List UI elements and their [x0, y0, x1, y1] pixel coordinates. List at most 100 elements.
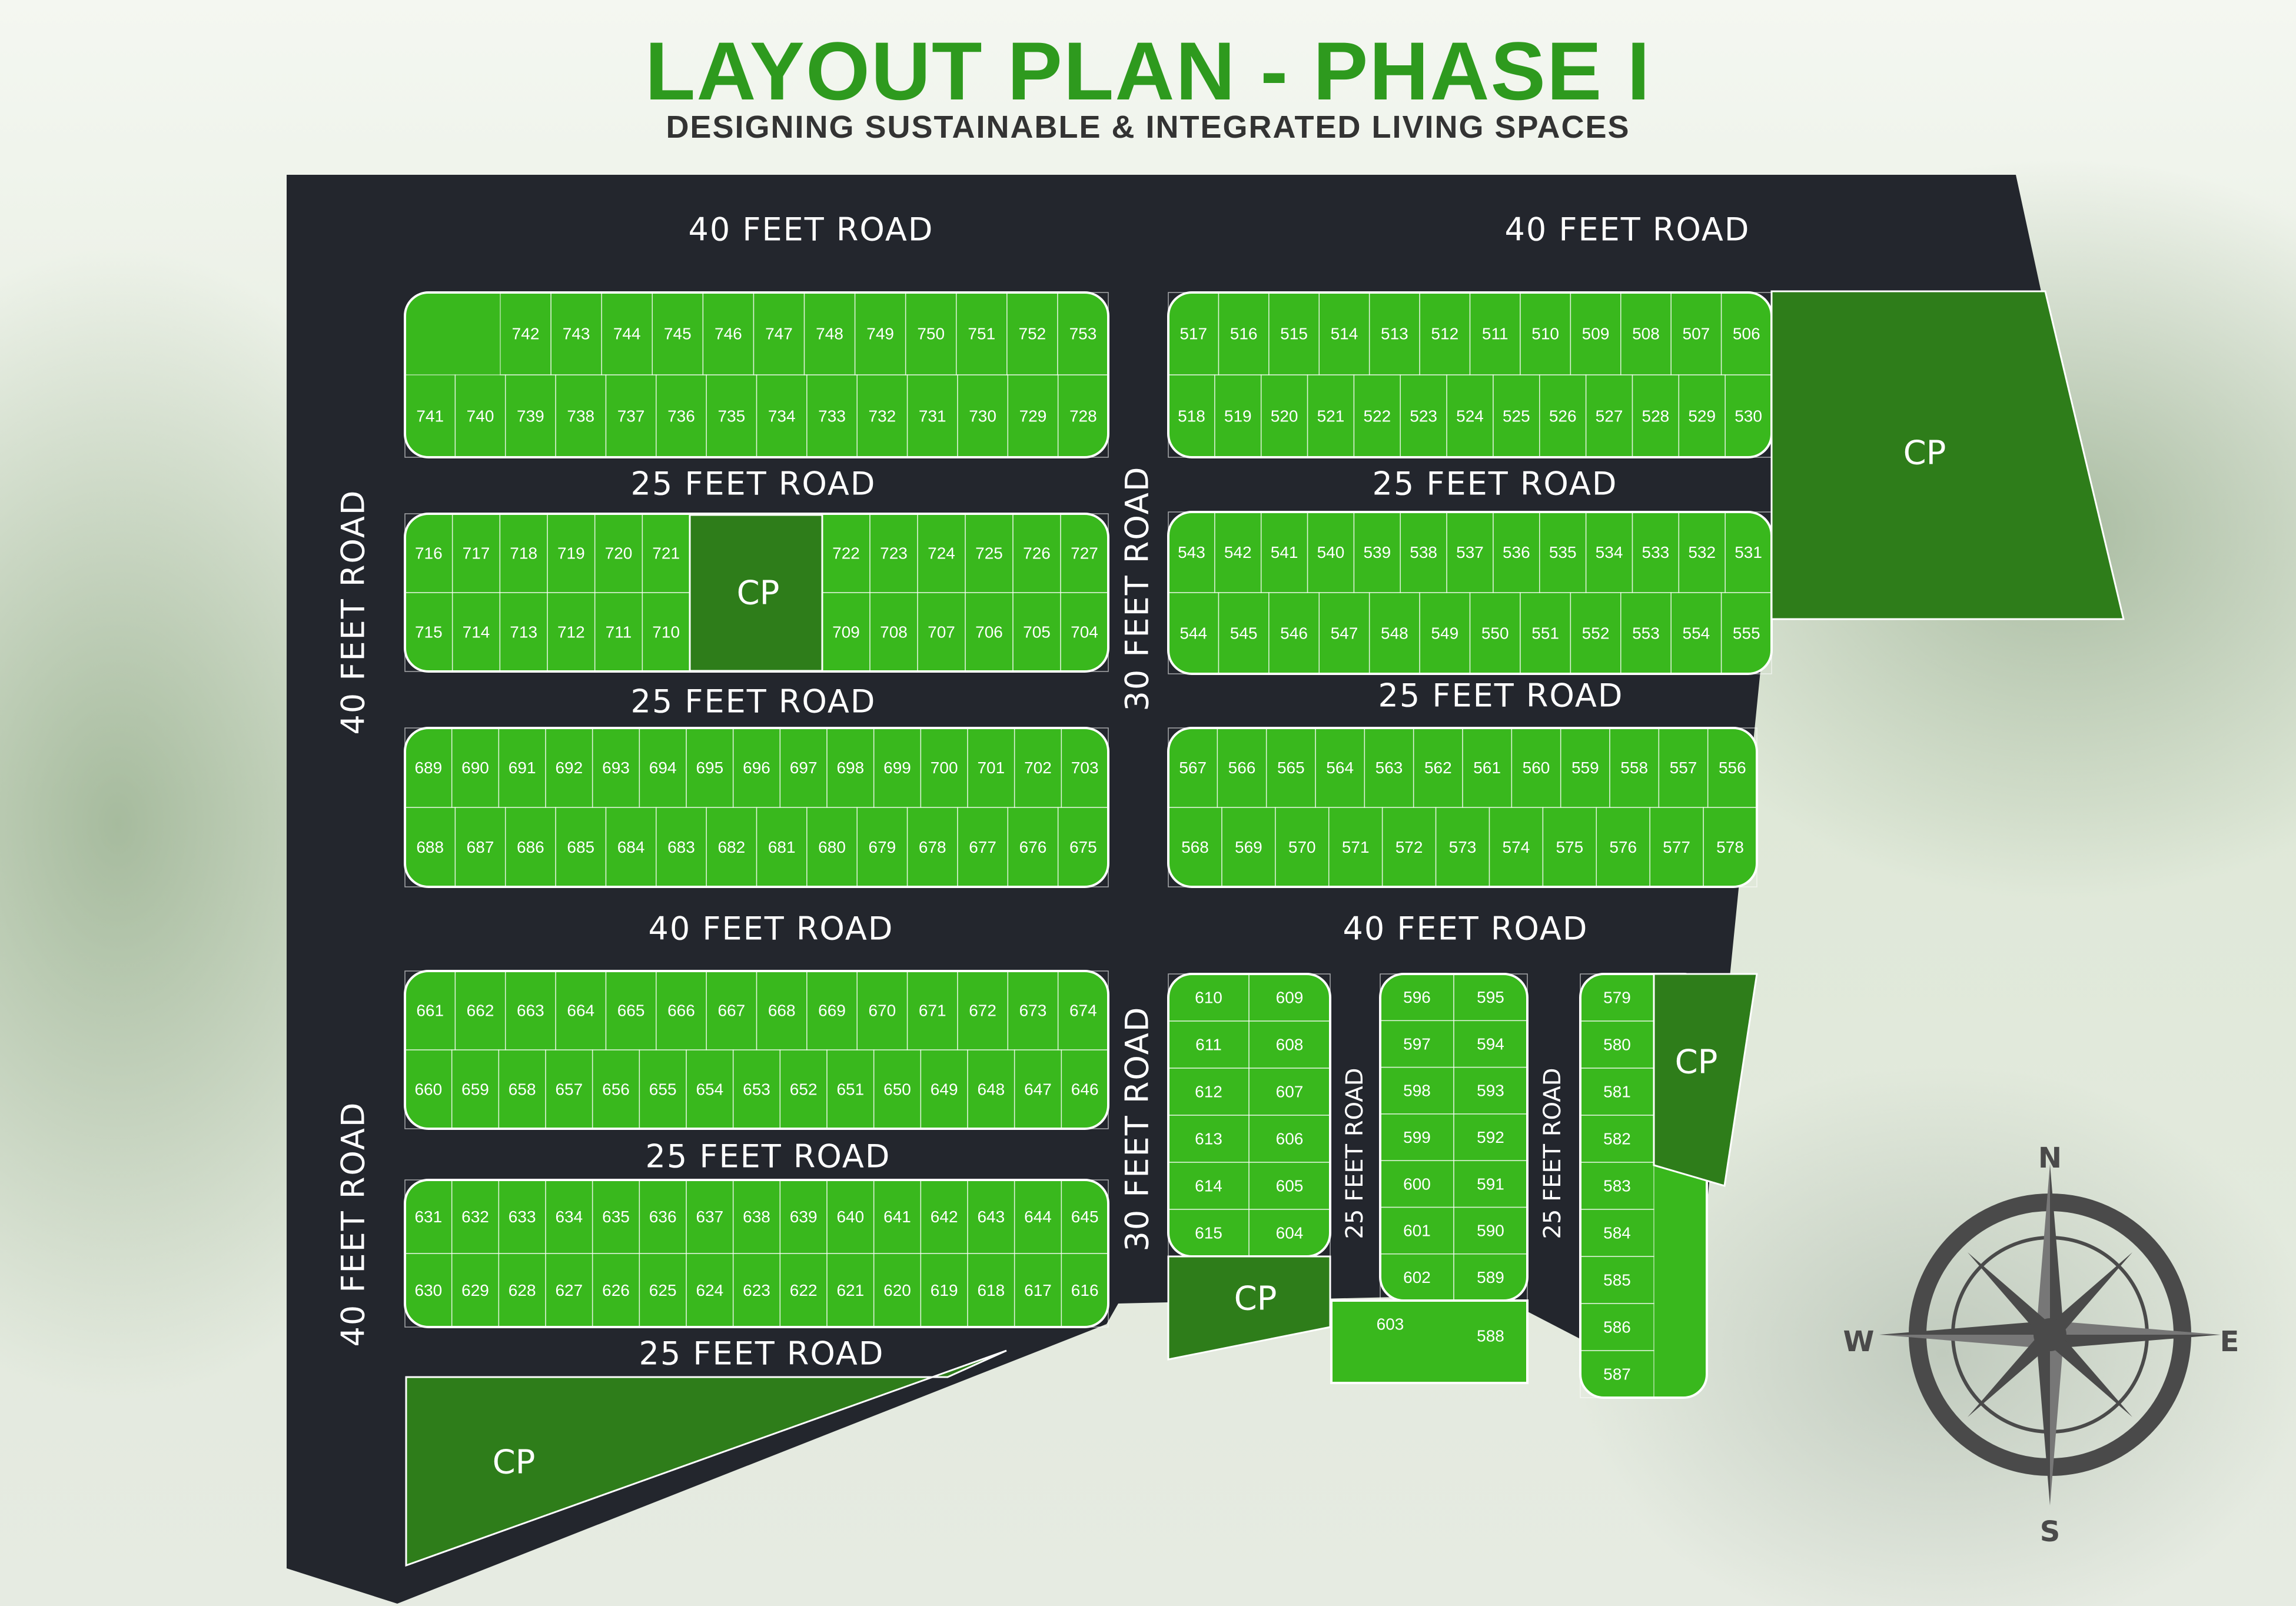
plot-number: 740: [467, 407, 494, 425]
road-label-top-left: 40 FEET ROAD: [689, 211, 934, 248]
plot-number: 571: [1342, 838, 1370, 856]
plot-number: 666: [667, 1002, 695, 1020]
plot-number: 555: [1733, 624, 1760, 643]
compass-n: N: [2038, 1142, 2062, 1175]
plot-number: 660: [414, 1080, 442, 1099]
plot-number: 600: [1403, 1175, 1431, 1193]
plot-number: 523: [1410, 407, 1437, 425]
road-label-25-b: 25 FEET ROAD: [1373, 465, 1618, 503]
plot-number: 594: [1477, 1035, 1504, 1053]
road-label-25-e: 25 FEET ROAD: [646, 1138, 891, 1175]
cp-label-mid-left: CP: [737, 574, 780, 613]
plot-cell[interactable]: [1580, 1350, 1654, 1398]
plot-number: 648: [977, 1080, 1005, 1099]
plot-number: 578: [1716, 838, 1744, 856]
plot-cell[interactable]: [1057, 374, 1109, 458]
plot-number: 607: [1276, 1083, 1304, 1101]
plot-number: 539: [1363, 543, 1391, 561]
cp-area-mid-left: [689, 514, 823, 672]
plot-number: 691: [509, 759, 536, 777]
plot-block: [1330, 1299, 1529, 1384]
plot-number: 667: [717, 1002, 745, 1020]
plot-number: 605: [1276, 1177, 1304, 1195]
plot-number: 508: [1632, 325, 1660, 343]
plot-number: 566: [1228, 759, 1256, 777]
plot-number: 741: [416, 407, 444, 425]
cp-area-top-right: [1770, 290, 2125, 620]
plot-number: 583: [1603, 1177, 1631, 1195]
plot-number: 722: [832, 544, 860, 563]
plot-number: 663: [517, 1002, 544, 1020]
plot-number: 692: [555, 759, 583, 777]
plot-number: 592: [1477, 1128, 1504, 1146]
plot-number: 574: [1503, 838, 1530, 856]
plot-number: 529: [1688, 407, 1716, 425]
cp-label-bottom-left: CP: [493, 1444, 536, 1482]
plot-number: 543: [1178, 543, 1205, 561]
plot-number: 547: [1331, 624, 1358, 643]
plot-number: 541: [1271, 543, 1298, 561]
plot-cell[interactable]: [1703, 807, 1757, 887]
plot-number: 729: [1019, 407, 1047, 425]
plot-number: 546: [1280, 624, 1308, 643]
plot-number: 553: [1632, 624, 1660, 643]
cp-label-bottom-mid: CP: [1234, 1280, 1277, 1318]
plot-number: 560: [1523, 759, 1550, 777]
plot-number: 679: [869, 838, 896, 856]
plot-number: 651: [836, 1080, 864, 1099]
plot-number: 551: [1531, 624, 1559, 643]
plot-number: 696: [743, 759, 770, 777]
road-label-left-lower: 40 FEET ROAD: [335, 1102, 372, 1347]
compass-w: W: [1843, 1325, 1875, 1358]
plot-number: 684: [617, 838, 645, 856]
plot-number: 524: [1456, 407, 1484, 425]
plot-number: 575: [1556, 838, 1583, 856]
plot-number: 688: [416, 838, 444, 856]
plot-cell[interactable]: [1060, 592, 1109, 672]
plot-number: 558: [1620, 759, 1648, 777]
plot-number: 690: [461, 759, 489, 777]
plot-number: 530: [1735, 407, 1762, 425]
plot-cell[interactable]: [1061, 1253, 1109, 1328]
plot-cell[interactable]: [1720, 592, 1772, 674]
plot-number: 577: [1663, 838, 1690, 856]
plot-number: 634: [555, 1208, 583, 1226]
road-label-25-v1: 25 FEET ROAD: [1341, 1068, 1368, 1239]
plot-number: 585: [1603, 1271, 1631, 1289]
cp-label-top-right: CP: [1903, 434, 1946, 473]
plot-number: 687: [467, 838, 494, 856]
plot-number: 664: [567, 1002, 594, 1020]
plot-number: 548: [1381, 624, 1408, 643]
plot-number: 631: [414, 1208, 442, 1226]
plot-number: 535: [1549, 543, 1577, 561]
plot-number: 673: [1019, 1002, 1047, 1020]
plot-number: 627: [555, 1281, 583, 1299]
plot-number: 694: [649, 759, 677, 777]
plot-cell[interactable]: [1061, 1049, 1109, 1129]
plot-number: 736: [667, 407, 695, 425]
plot-number: 573: [1449, 838, 1477, 856]
plot-number: 632: [461, 1208, 489, 1226]
plot-number: 750: [917, 325, 945, 343]
compass-e: E: [2220, 1325, 2239, 1358]
plot-number: 698: [836, 759, 864, 777]
plot-number: 633: [509, 1208, 536, 1226]
plot-number: 743: [563, 325, 590, 343]
plot-number: 531: [1735, 543, 1762, 561]
plot-number: 735: [717, 407, 745, 425]
plot-number: 718: [510, 544, 537, 563]
plot-number: 702: [1024, 759, 1052, 777]
plot-number: 652: [790, 1080, 818, 1099]
plot-number: 622: [790, 1281, 818, 1299]
plot-number: 564: [1326, 759, 1354, 777]
plot-number: 709: [832, 623, 860, 641]
plot-cell[interactable]: [1057, 807, 1109, 887]
plot-number: 725: [975, 544, 1003, 563]
plot-number: 671: [919, 1002, 946, 1020]
plot-number: 712: [557, 623, 585, 641]
plot-number: 596: [1403, 988, 1431, 1006]
plot-number: 629: [461, 1281, 489, 1299]
plot-number: 595: [1477, 988, 1504, 1006]
plot-number: 522: [1363, 407, 1391, 425]
plot-number: 589: [1477, 1268, 1504, 1286]
